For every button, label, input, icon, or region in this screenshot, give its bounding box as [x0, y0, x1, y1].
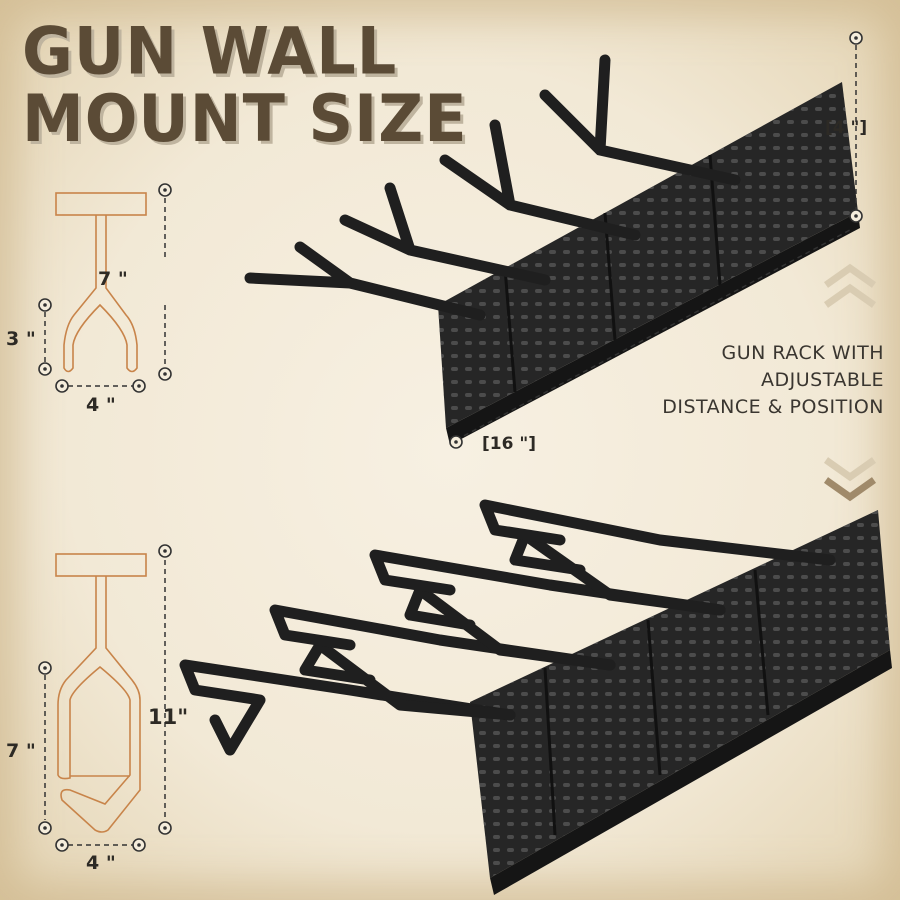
top-hook-diagram [55, 192, 147, 373]
bottom-hook-diagram [55, 553, 147, 833]
top-width-label: 4 " [86, 394, 116, 416]
page-title: GUN WALL MOUNT SIZE [22, 12, 468, 157]
bottom-width-label: 4 " [86, 852, 116, 874]
top-height-label: 7 " [98, 268, 128, 290]
bottom-height-label: 11" [148, 705, 189, 729]
rack-length-label: [16 "] [482, 434, 536, 454]
description-line-3: DISTANCE & POSITION [662, 396, 884, 418]
top-gun-rack [244, 31, 863, 449]
double-chevron-up-icon [823, 263, 877, 308]
title-line-1: GUN WALL [22, 12, 398, 90]
feature-description: GUN RACK WITH ADJUSTABLE DISTANCE & POSI… [662, 340, 884, 421]
bottom-gun-rack [179, 499, 892, 895]
bottom-dimension-lines [44, 560, 166, 846]
double-chevron-down-icon [823, 457, 877, 502]
rack-height-label: [4 "] [825, 118, 868, 138]
description-line-1: GUN RACK WITH [721, 342, 884, 364]
title-line-2: MOUNT SIZE [22, 79, 468, 157]
top-dimension-lines [44, 198, 166, 387]
top-fork-depth-label: 3 " [6, 328, 36, 350]
bottom-loop-depth-label: 7 " [6, 740, 36, 762]
description-line-2: ADJUSTABLE [761, 369, 884, 391]
